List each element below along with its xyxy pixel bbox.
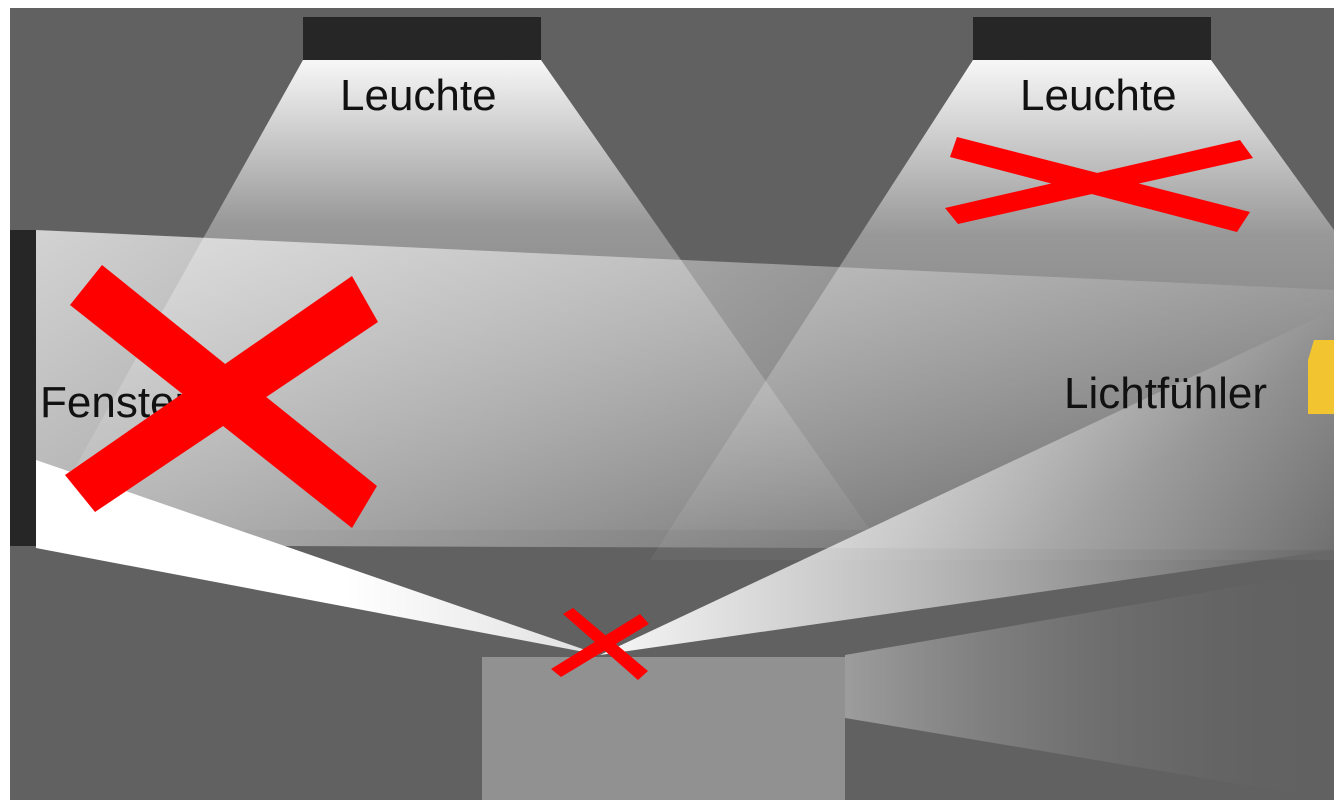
right-lamp-housing xyxy=(973,17,1211,60)
desk xyxy=(482,657,845,800)
cross-icon-lamp-right xyxy=(945,137,1253,232)
desk-reflection-shadow xyxy=(845,570,1334,800)
light-sensor-icon xyxy=(1308,340,1334,414)
left-lamp-housing xyxy=(303,17,541,60)
reflected-light-to-sensor-beam xyxy=(600,310,1334,655)
right-lamp-label: Leuchte xyxy=(1020,71,1177,120)
window-frame xyxy=(10,230,36,546)
cross-icon-window xyxy=(65,265,378,528)
daylight-to-desk-beam xyxy=(36,460,600,655)
sensor-label: Lichtfühler xyxy=(1064,369,1267,418)
left-lamp-label: Leuchte xyxy=(340,71,497,120)
cross-icon-desk xyxy=(551,608,649,680)
